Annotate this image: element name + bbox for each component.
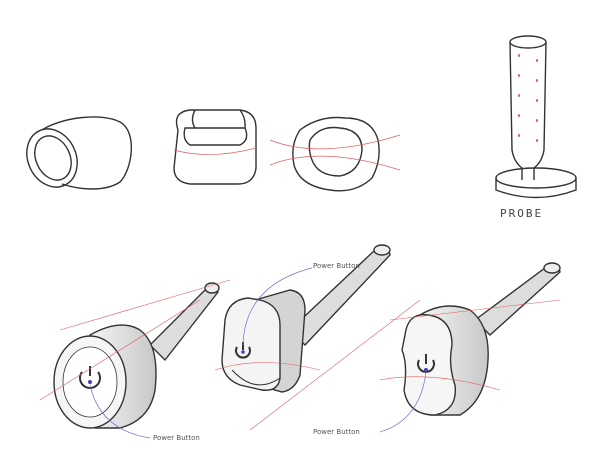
probe-label: PROBE: [500, 207, 544, 220]
concept-oval-ring: [26, 116, 133, 190]
power-button-callout-right: Power Button: [313, 428, 360, 436]
device-pinched: [379, 262, 561, 433]
power-button-callout-top: Power Button: [313, 262, 360, 270]
probe-sketch: [495, 35, 577, 199]
device-square: [214, 244, 421, 431]
concept-square-ring: [173, 109, 257, 185]
concept-pinched-ring: [269, 116, 401, 192]
power-button-callout-left: Power Button: [153, 434, 200, 442]
device-round: [39, 279, 231, 439]
